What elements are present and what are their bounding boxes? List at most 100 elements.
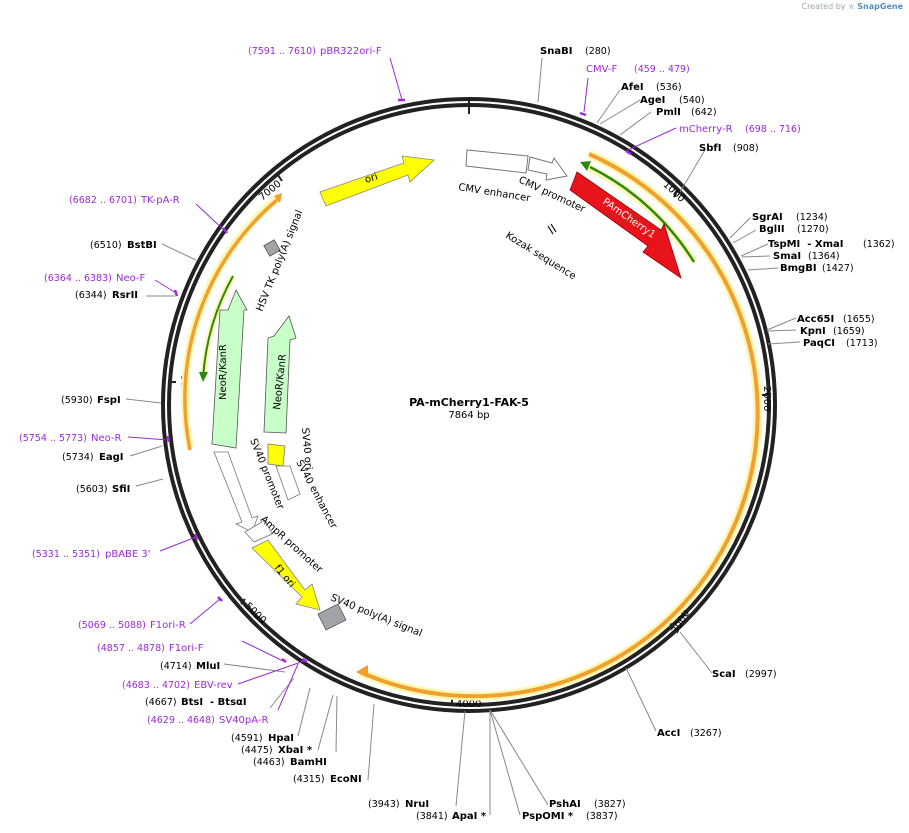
primer-f1ori-f-range: (4857 .. 4878): [97, 643, 165, 654]
snapgene-logo-icon: ✮: [848, 2, 855, 11]
enzyme-rsrii-pos: (6344): [75, 290, 107, 301]
primer-leader-lines: [127, 57, 677, 711]
feature-neor-outer: [211, 289, 248, 449]
feature-sv40-enhancer: [275, 465, 301, 501]
enzyme-pshai-pos: (3827): [594, 799, 626, 810]
enzyme-bmgbi: BmgBI: [780, 263, 817, 274]
feature-f1-ori: [251, 539, 321, 611]
tick-4000: 4000: [456, 699, 481, 710]
enzyme-tspmi-xmai-pos: (1362): [863, 239, 895, 250]
enzyme-sfii-pos: (5603): [76, 484, 108, 495]
enzyme-fspi-pos: (5930): [61, 395, 93, 406]
enzyme-bglii-pos: (1270): [797, 224, 829, 235]
feature-neor-inner: [263, 315, 297, 434]
feature-ampr-promoter: [244, 519, 273, 543]
green-arrow-left-head: [199, 372, 208, 382]
enzyme-snabi-pos: (280): [585, 46, 611, 57]
credit: Created by ✮ SnapGene: [801, 2, 903, 11]
enzyme-bglii: BglII: [759, 224, 785, 235]
enzyme-pmli: PmlI: [656, 107, 681, 118]
green-arrow-right: [589, 165, 696, 263]
feature-hsv-tk-polya: [263, 239, 281, 257]
enzyme-smai-pos: (1364): [808, 251, 840, 262]
enzyme-smai: SmaI: [773, 251, 801, 262]
primer-f1ori-r: F1ori-R: [150, 620, 186, 631]
feature-cmv-enhancer: [465, 149, 529, 174]
enzyme-bamhi-pos: (4463): [253, 757, 285, 768]
enzyme-scai: ScaI: [712, 669, 736, 680]
primer-labels: CMV-F (459 .. 479) mCherry-R (698 .. 716…: [19, 46, 801, 726]
enzyme-econi: EcoNI: [330, 774, 362, 785]
backbone-outer-ring: [161, 97, 777, 713]
primer-pbabe-3: pBABE 3': [105, 549, 151, 560]
credit-brand: SnapGene: [857, 2, 903, 11]
feature-orange-left: [183, 198, 279, 451]
enzyme-xbai: XbaI *: [278, 745, 313, 756]
label-pamcherry1: PAmCherry1: [600, 196, 657, 240]
credit-prefix: Created by: [801, 2, 846, 11]
primer-f1ori-r-range: (5069 .. 5088): [78, 620, 146, 631]
primer-pbabe-3-range: (5331 .. 5351): [32, 549, 100, 560]
feature-ori: [319, 155, 435, 207]
enzyme-labels: SnaBI (280) AfeI (536) AgeI (540) PmlI (…: [61, 46, 895, 822]
enzyme-pspomi-pos: (3837): [586, 811, 618, 822]
label-neor-outer: NeoR/KanR: [218, 344, 229, 400]
enzyme-mlui: MluI: [196, 661, 220, 672]
enzyme-agei: AgeI: [640, 95, 665, 106]
primer-neo-f-range: (6364 .. 6383): [44, 273, 112, 284]
enzyme-fspi: FspI: [97, 395, 121, 406]
kozak-mark-a: [547, 225, 554, 235]
enzyme-acci-pos: (3267): [690, 728, 722, 739]
plasmid-size: 7864 bp: [448, 410, 489, 421]
enzyme-afei-pos: (536): [656, 82, 682, 93]
tick-2000: 2000: [761, 386, 772, 411]
enzyme-snabi: SnaBI: [540, 46, 572, 57]
enzyme-sgrai: SgrAI: [752, 212, 783, 223]
label-sv40-enhancer: SV40 enhancer: [293, 458, 339, 531]
feature-highlight-right: [358, 149, 763, 701]
enzyme-rsrii: RsrII: [112, 290, 138, 301]
primer-neo-r: Neo-R: [91, 433, 122, 444]
enzyme-pmli-pos: (642): [691, 107, 717, 118]
enzyme-mlui-pos: (4714): [160, 661, 192, 672]
enzyme-btsi-pos: (4667): [145, 697, 177, 708]
primer-sv40pa-r: SV40pA-R: [219, 715, 268, 726]
label-kozak: Kozak sequence: [503, 230, 577, 282]
primer-pbr322ori-f: pBR322ori-F: [320, 46, 382, 57]
primer-mcherry-r: mCherry-R: [679, 124, 733, 135]
enzyme-sgrai-pos: (1234): [796, 212, 828, 223]
enzyme-apai-pos: (3841): [416, 811, 448, 822]
feature-orange-left-arrowhead: [274, 193, 282, 203]
enzyme-scai-pos: (2997): [745, 669, 777, 680]
enzyme-acc65i: Acc65I: [797, 314, 834, 325]
primer-mcherry-r-range: (698 .. 716): [745, 124, 801, 135]
feature-cmv-promoter: [527, 156, 568, 181]
primer-f1ori-f: F1ori-F: [169, 643, 204, 654]
primer-neo-r-range: (5754 .. 5773): [19, 433, 87, 444]
primer-pbr322ori-f-range: (7591 .. 7610): [248, 46, 316, 57]
enzyme-bstbi: BstBI: [127, 240, 157, 251]
green-arrow-right-head: [580, 161, 591, 171]
kozak-mark-b: [550, 223, 557, 233]
enzyme-kpni-pos: (1659): [833, 326, 865, 337]
feature-orange-right-arrowhead: [356, 665, 368, 678]
enzyme-pspomi: PspOMI *: [522, 811, 574, 822]
enzyme-econi-pos: (4315): [293, 774, 325, 785]
enzyme-bmgbi-pos: (1427): [822, 263, 854, 274]
enzyme-tspmi-xmai: TspMI - XmaI: [768, 239, 843, 250]
label-ori: ori: [364, 171, 380, 185]
enzyme-sfii: SfiI: [112, 484, 130, 495]
feature-sv40-promoter: [213, 451, 259, 533]
enzyme-acc65i-pos: (1655): [843, 314, 875, 325]
primer-tk-pa-r: TK-pA-R: [140, 195, 180, 206]
enzyme-kpni: KpnI: [800, 326, 826, 337]
enzyme-afei: AfeI: [621, 82, 644, 93]
enzyme-sbfi-pos: (908): [733, 143, 759, 154]
label-hsv-tk-polya: HSV TK poly(A) signal: [255, 209, 306, 314]
feature-orange-right: [359, 152, 760, 699]
enzyme-pshai: PshAI: [549, 799, 581, 810]
enzyme-leader-lines: [125, 57, 801, 816]
green-arrow-left: [202, 275, 234, 379]
primer-ebv-rev-range: (4683 .. 4702): [122, 680, 190, 691]
